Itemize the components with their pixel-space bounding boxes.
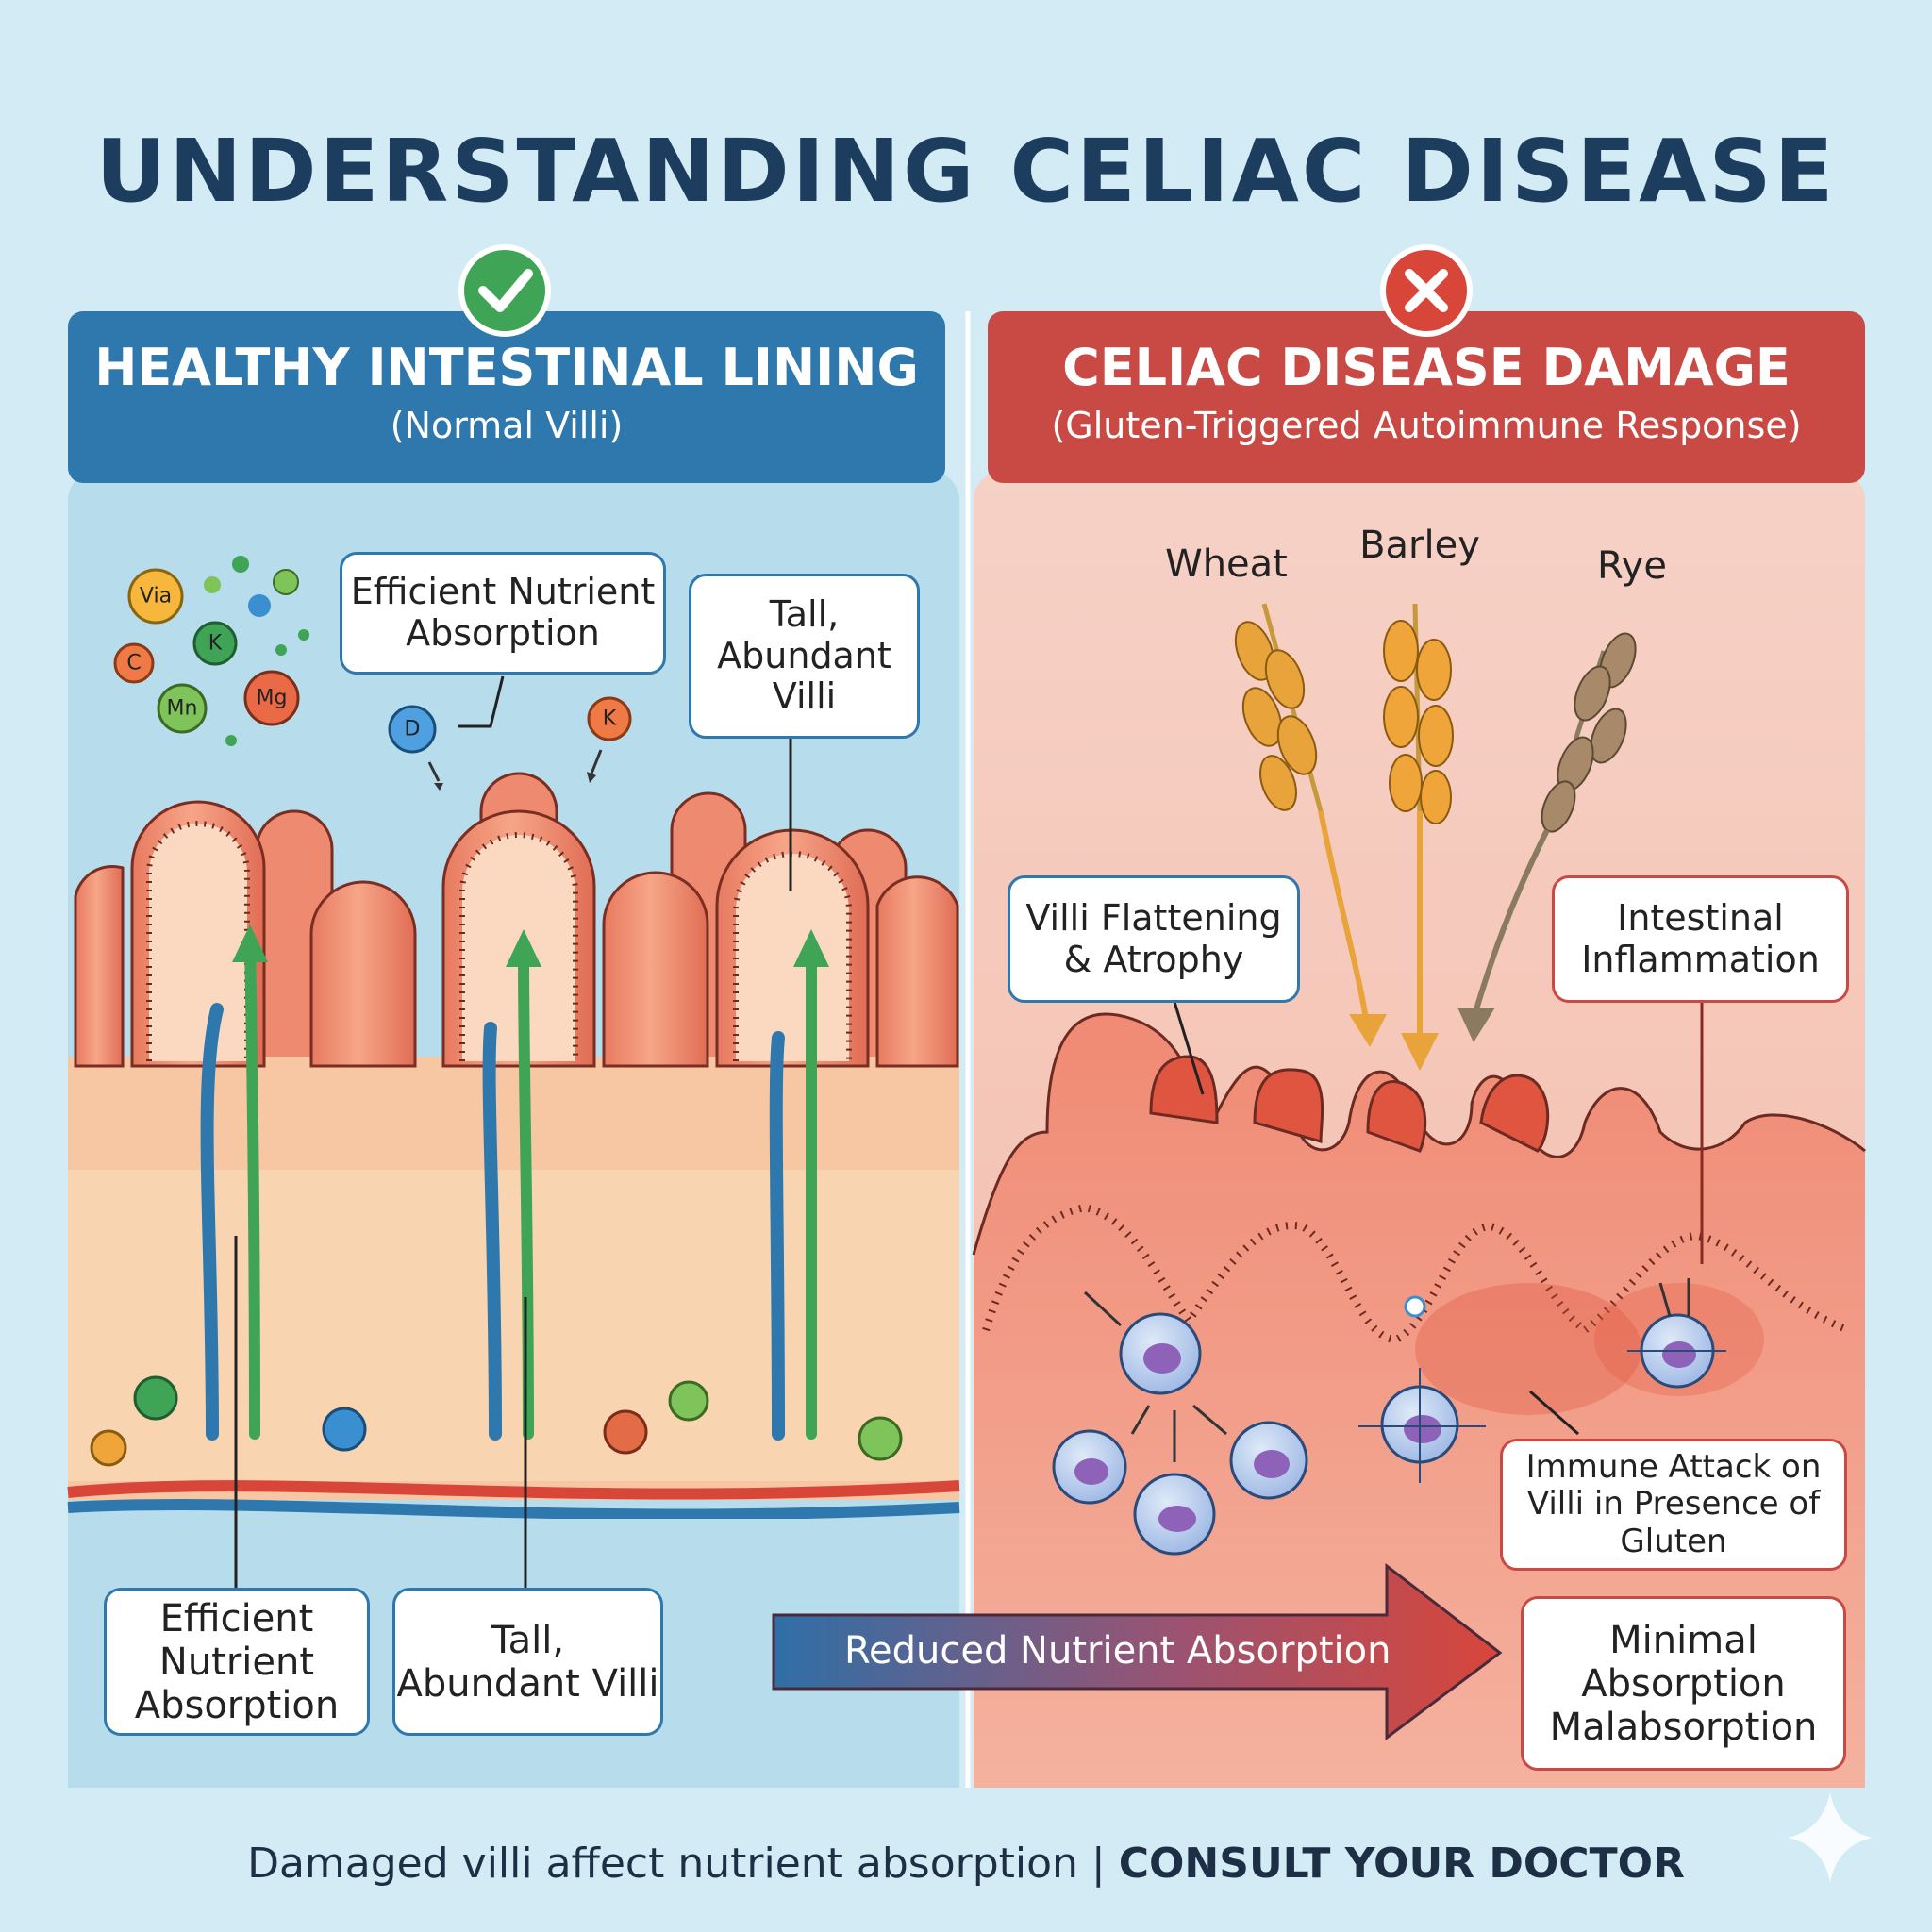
nutrient-label: C (126, 652, 141, 675)
callout-efficient-absorption-top: Efficient Nutrient Absorption (340, 552, 666, 675)
page-title: UNDERSTANDING CELIAC DISEASE (95, 121, 1837, 222)
nutrient-label: Via (140, 585, 172, 608)
nutrient-label: D (405, 718, 421, 741)
damaged-header: CELIAC DISEASE DAMAGE (Gluten-Triggered … (988, 311, 1865, 446)
footer-emphasis: CONSULT YOUR DOCTOR (1118, 1840, 1685, 1888)
sparkle-icon (1788, 1792, 1873, 1882)
callout-tall-villi-bottom: Tall, Abundant Villi (392, 1588, 663, 1736)
green-arrow-icon (506, 929, 541, 967)
damaged-subheading: (Gluten-Triggered Autoimmune Response) (1051, 405, 1802, 446)
callout-immune-attack: Immune Attack on Villi in Presence of Gl… (1500, 1439, 1847, 1571)
green-arrow-icon (793, 929, 829, 967)
nutrient-label: K (603, 708, 617, 731)
villus-between (74, 864, 959, 1068)
callout-minimal-absorption: Minimal Absorption Malabsorption (1521, 1596, 1846, 1771)
down-arrow-icon (1401, 1033, 1439, 1071)
healthy-heading: HEALTHY INTESTINAL LINING (94, 338, 919, 397)
reduced-absorption-arrow (772, 1562, 1503, 1740)
nutrient-label: Mg (257, 687, 288, 710)
callout-villi-flattening: Villi Flattening & Atrophy (1008, 875, 1300, 1003)
immune-cells (1052, 1278, 1726, 1556)
wheat-stalk (1234, 603, 1387, 1047)
villus-3 (715, 828, 870, 1068)
grain-label-rye: Rye (1597, 544, 1667, 588)
down-arrow-icon (1457, 1008, 1495, 1042)
nutrient-label: K (208, 632, 223, 656)
grain-label-barley: Barley (1359, 524, 1480, 567)
nutrient-label: Mn (167, 697, 198, 721)
rye-stalk (1457, 632, 1637, 1042)
damaged-header-bar (988, 311, 1865, 483)
damaged-heading: CELIAC DISEASE DAMAGE (1062, 338, 1790, 397)
down-arrow-icon (1349, 1014, 1387, 1047)
check-icon (458, 244, 551, 337)
callout-tall-villi-top: Tall, Abundant Villi (689, 574, 920, 739)
footer-text: Damaged villi affect nutrient absorption… (247, 1840, 1119, 1888)
callout-intestinal-inflammation: Intestinal Inflammation (1552, 875, 1849, 1003)
footer: Damaged villi affect nutrient absorption… (0, 1840, 1932, 1888)
barley-stalk (1383, 603, 1454, 1071)
grain-label-wheat: Wheat (1165, 542, 1288, 586)
healthy-subheading: (Normal Villi) (390, 405, 624, 446)
callout-efficient-absorption-bottom: Efficient Nutrient Absorption (104, 1588, 370, 1736)
reduced-absorption-label: Reduced Nutrient Absorption (844, 1629, 1391, 1673)
healthy-header-bar (68, 311, 945, 483)
nutrient-molecules: Via C K Mn Mg D K (113, 556, 632, 791)
green-arrow-icon (232, 924, 268, 962)
villus-1 (130, 800, 266, 1068)
healthy-header: HEALTHY INTESTINAL LINING (Normal Villi) (68, 311, 945, 446)
